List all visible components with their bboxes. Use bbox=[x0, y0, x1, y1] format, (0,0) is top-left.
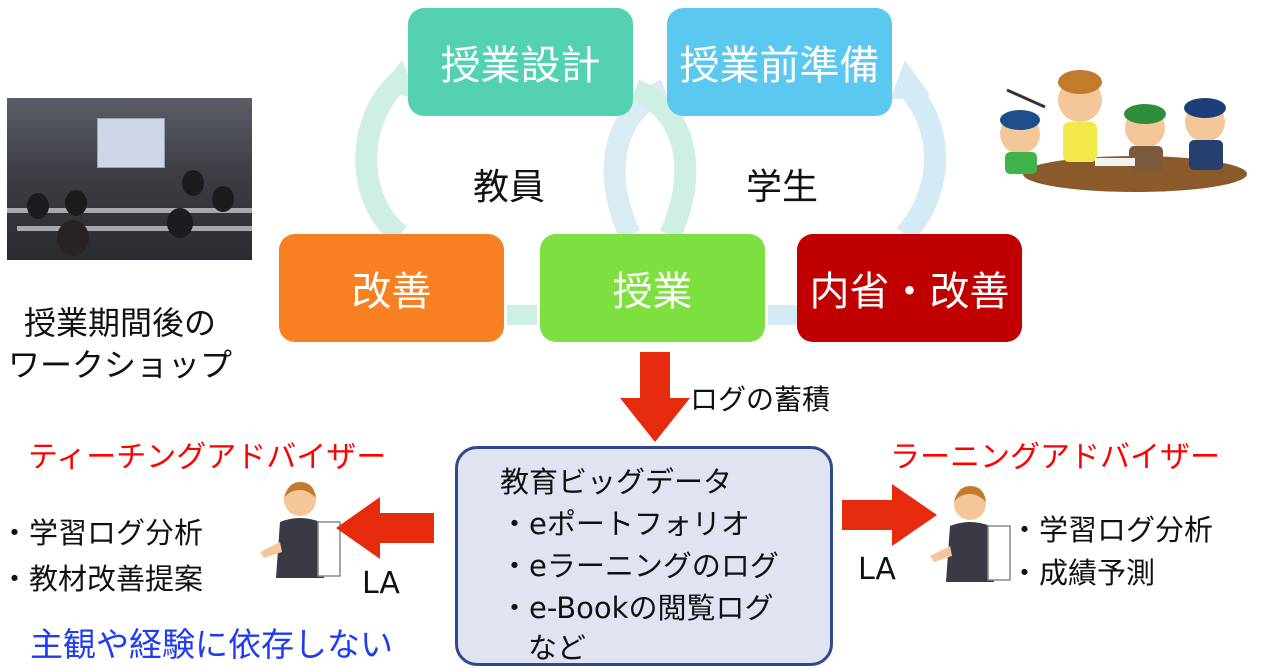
reflect-label: 内省・改善 bbox=[809, 269, 1010, 315]
prep-box: 授業前準備 bbox=[667, 8, 892, 116]
connector-right bbox=[768, 305, 798, 325]
design-box: 授業設計 bbox=[408, 8, 633, 116]
teacher-cycle-arc bbox=[355, 71, 408, 244]
learning-la-label: LA bbox=[858, 552, 896, 587]
teaching-adviser-item-1: ・学習ログ分析 bbox=[0, 516, 204, 550]
improve-label: 改善 bbox=[351, 269, 432, 315]
workshop-caption-line2: ワークショップ bbox=[8, 346, 233, 384]
center-arc-b bbox=[630, 79, 697, 240]
student-cycle-arc bbox=[896, 77, 946, 243]
teaching-adviser-arrow bbox=[336, 497, 434, 559]
learning-adviser-title: ラーニングアドバイザー bbox=[890, 440, 1220, 475]
connector-left bbox=[507, 305, 537, 325]
big-data-box: 教育ビッグデータ ・eポートフォリオ ・eラーニングのログ ・e-Bookの閲覧… bbox=[455, 446, 833, 666]
log-down-arrow bbox=[620, 352, 690, 442]
student-cycle-arrowhead bbox=[890, 60, 930, 100]
workshop-caption-line1: 授業期間後の bbox=[24, 304, 217, 342]
lesson-box: 授業 bbox=[540, 234, 765, 342]
teaching-la-label: LA bbox=[362, 566, 400, 601]
teaching-adviser-title: ティーチングアドバイザー bbox=[28, 440, 387, 475]
teaching-adviser-item-2: ・教材改善提案 bbox=[0, 562, 204, 596]
log-accumulation-label: ログの蓄積 bbox=[690, 383, 831, 416]
big-data-title: 教育ビッグデータ bbox=[500, 465, 733, 499]
slogan: 主観や経験に依存しない bbox=[30, 625, 393, 664]
big-data-item-etc: など bbox=[528, 631, 587, 665]
learning-adviser-item-1: ・学習ログ分析 bbox=[1010, 513, 1214, 547]
design-label: 授業設計 bbox=[440, 43, 601, 89]
students-illustration bbox=[1000, 70, 1247, 192]
teacher-label: 教員 bbox=[473, 167, 546, 208]
prep-label: 授業前準備 bbox=[679, 43, 880, 89]
teaching-adviser-figure bbox=[260, 482, 341, 578]
improve-box: 改善 bbox=[279, 234, 504, 342]
big-data-item-elearning: ・eラーニングのログ bbox=[500, 549, 779, 583]
workshop-photo bbox=[7, 98, 252, 260]
student-label: 学生 bbox=[746, 167, 819, 208]
big-data-item-ebook: ・e-Bookの閲覧ログ bbox=[500, 591, 774, 625]
learning-adviser-arrow bbox=[842, 484, 937, 546]
big-data-item-eportfolio: ・eポートフォリオ bbox=[500, 507, 750, 541]
reflect-box: 内省・改善 bbox=[797, 234, 1022, 342]
learning-adviser-figure bbox=[930, 486, 1011, 582]
projector-screen bbox=[97, 118, 165, 168]
lesson-label: 授業 bbox=[612, 269, 693, 315]
learning-adviser-item-2: ・成績予測 bbox=[1010, 556, 1156, 590]
